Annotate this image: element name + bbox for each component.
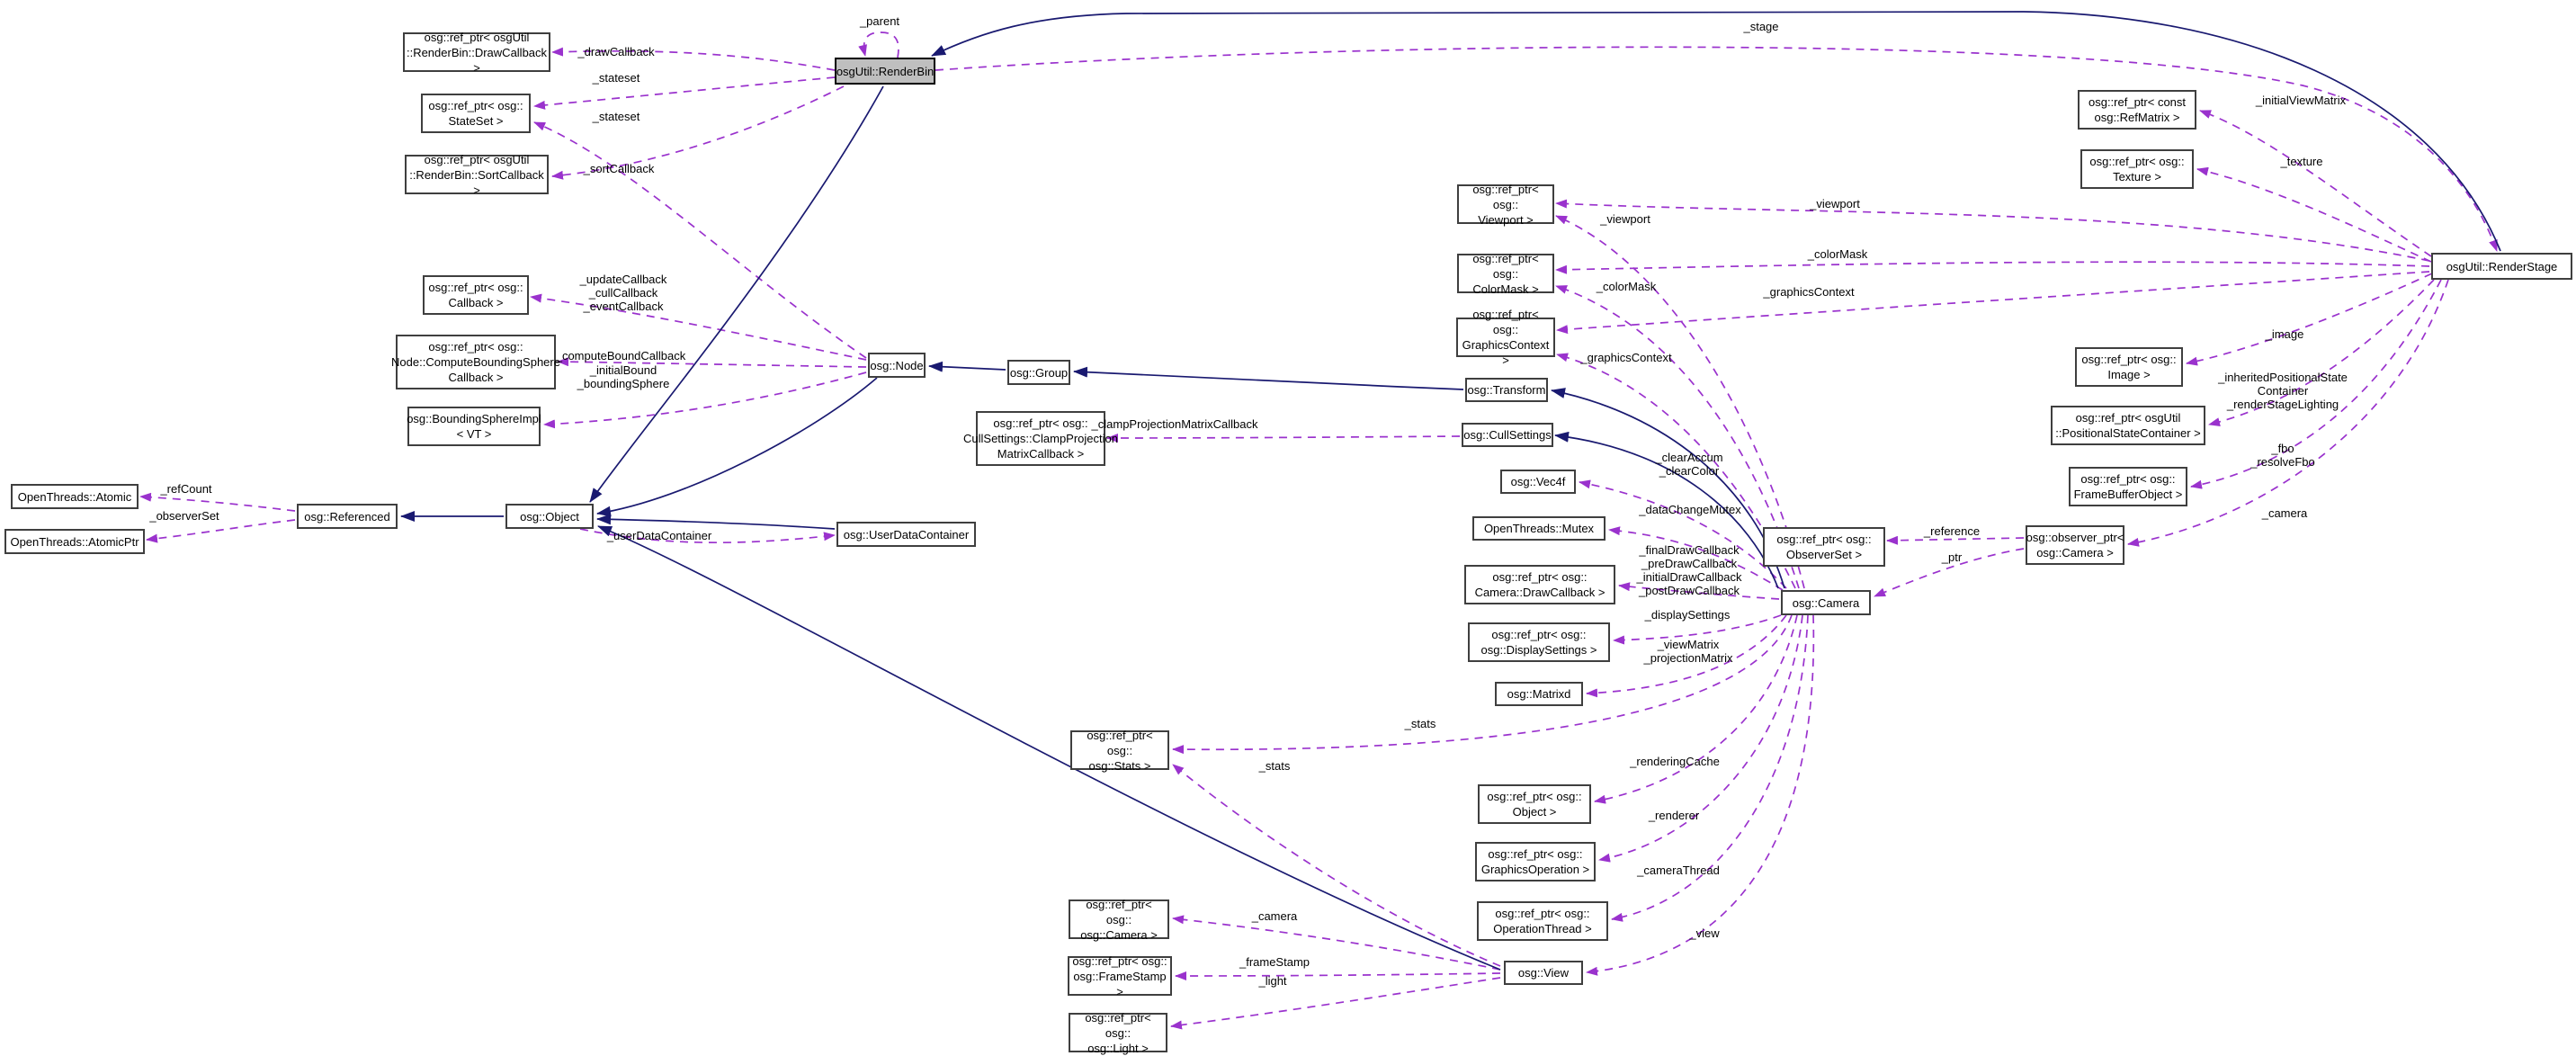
class-node-ref-stats[interactable]: osg::ref_ptr< osg:: osg::Stats > bbox=[1070, 729, 1169, 773]
edge-image bbox=[2186, 273, 2433, 366]
edge-camera-draw-callbacks bbox=[1618, 582, 1780, 600]
class-node-ref-drawcallback[interactable]: osg::ref_ptr< osgUtil ::RenderBin::DrawC… bbox=[403, 31, 550, 75]
edge-light bbox=[1170, 977, 1501, 1030]
edge-computeBoundCallback bbox=[557, 357, 867, 368]
edge-inheritedPositionalStateContainer bbox=[2208, 279, 2435, 426]
class-node-matrixd[interactable]: osg::Matrixd bbox=[1495, 682, 1583, 706]
class-node-ref-stateset[interactable]: osg::ref_ptr< osg:: StateSet > bbox=[421, 94, 531, 133]
class-node-renderbin: osgUtil::RenderBin bbox=[835, 58, 935, 85]
edge-colorMask-from-camera bbox=[1555, 285, 1800, 589]
edge-node-inherits-object bbox=[596, 377, 878, 517]
edge-camera-from-renderstage bbox=[2127, 279, 2449, 547]
edge-fbo bbox=[2190, 279, 2442, 489]
class-node-ref-computeboundingspherecallback[interactable]: osg::ref_ptr< osg:: Node::ComputeBoundin… bbox=[391, 335, 560, 389]
edge-frameStamp bbox=[1175, 971, 1501, 980]
edge-camera-from-view bbox=[1172, 915, 1501, 971]
class-node-view[interactable]: osg::View bbox=[1504, 961, 1583, 985]
edge-transform-inherits-group bbox=[1073, 366, 1464, 390]
edge-viewport-from-camera bbox=[1555, 215, 1805, 589]
class-node-userdatacontainer[interactable]: osg::UserDataContainer bbox=[836, 522, 976, 547]
edge-initialBound bbox=[543, 371, 867, 429]
edge-userDataContainer bbox=[579, 528, 836, 544]
class-node-ref-object[interactable]: osg::ref_ptr< osg:: Object > bbox=[1478, 784, 1591, 824]
edge-renderbin-inherits-object bbox=[589, 85, 884, 503]
edge-drawCallback bbox=[551, 47, 836, 71]
edge-refCount bbox=[139, 492, 296, 512]
class-node-ref-texture[interactable]: osg::ref_ptr< osg:: Texture > bbox=[2080, 149, 2194, 189]
edge-stats-from-view bbox=[1172, 764, 1501, 967]
class-node-ref-graphicscontext[interactable]: osg::ref_ptr< osg:: GraphicsContext > bbox=[1456, 308, 1555, 367]
edge-viewport-from-renderstage bbox=[1555, 199, 2430, 262]
edge-stats-from-camera bbox=[1172, 614, 1793, 755]
edge-texture bbox=[2196, 166, 2432, 263]
edge-graphicsContext-from-renderstage bbox=[1556, 271, 2430, 335]
edge-clampProjectionMatrixCallback bbox=[1106, 433, 1461, 443]
class-node-ref-displaysettings[interactable]: osg::ref_ptr< osg:: osg::DisplaySettings… bbox=[1468, 622, 1610, 662]
class-node-ref-framestamp[interactable]: osg::ref_ptr< osg:: osg::FrameStamp > bbox=[1068, 954, 1172, 998]
class-node-object[interactable]: osg::Object bbox=[505, 504, 594, 529]
class-node-ref-operationthread[interactable]: osg::ref_ptr< osg:: OperationThread > bbox=[1477, 901, 1608, 941]
class-node-transform[interactable]: osg::Transform bbox=[1465, 378, 1548, 402]
edge-dataChangeMutex bbox=[1608, 526, 1784, 591]
edge-sortCallback bbox=[551, 85, 845, 180]
edge-stage bbox=[935, 46, 2498, 252]
class-node-renderstage[interactable]: osgUtil::RenderStage bbox=[2431, 253, 2572, 280]
class-node-ref-colormask[interactable]: osg::ref_ptr< osg:: ColorMask > bbox=[1457, 252, 1554, 296]
edge-stateset-from-node bbox=[533, 121, 867, 359]
class-node-ref-callback[interactable]: osg::ref_ptr< osg:: Callback > bbox=[423, 275, 529, 315]
class-node-ref-cameradrawcallback[interactable]: osg::ref_ptr< osg:: Camera::DrawCallback… bbox=[1464, 565, 1615, 604]
class-node-ref-camera-view[interactable]: osg::ref_ptr< osg:: osg::Camera > bbox=[1069, 898, 1169, 942]
edge-view-inherits-object bbox=[597, 525, 1501, 971]
edge-view-from-camera bbox=[1586, 614, 1815, 976]
class-node-ref-positionalstatecontainer[interactable]: osg::ref_ptr< osgUtil ::PositionalStateC… bbox=[2051, 406, 2205, 445]
class-node-ref-graphicsoperation[interactable]: osg::ref_ptr< osg:: GraphicsOperation > bbox=[1475, 842, 1596, 881]
edge-renderer bbox=[1598, 614, 1803, 863]
class-node-cullsettings[interactable]: osg::CullSettings bbox=[1462, 423, 1553, 447]
edge-group-inherits-node bbox=[928, 361, 1006, 372]
edge-viewMatrix-projectionMatrix bbox=[1586, 614, 1787, 698]
class-node-ref-observerset[interactable]: osg::ref_ptr< osg:: ObserverSet > bbox=[1763, 527, 1885, 567]
edge-node-callbacks bbox=[530, 293, 867, 361]
class-node-openthreads-atomic[interactable]: OpenThreads::Atomic bbox=[11, 484, 139, 509]
class-node-openthreads-mutex[interactable]: OpenThreads::Mutex bbox=[1472, 516, 1606, 541]
edge-parent-self-loop bbox=[858, 31, 899, 58]
edge-cameraThread bbox=[1611, 614, 1809, 922]
class-node-openthreads-atomicptr[interactable]: OpenThreads::AtomicPtr bbox=[4, 529, 145, 554]
class-node-vec4f[interactable]: osg::Vec4f bbox=[1500, 470, 1576, 494]
edge-colorMask-from-renderstage bbox=[1555, 261, 2430, 274]
class-node-camera[interactable]: osg::Camera bbox=[1781, 590, 1871, 615]
class-node-ref-refmatrix[interactable]: osg::ref_ptr< const osg::RefMatrix > bbox=[2078, 90, 2196, 130]
class-node-boundingsphereimpl[interactable]: osg::BoundingSphereImpl < VT > bbox=[407, 407, 541, 446]
class-node-ref-framebufferobject[interactable]: osg::ref_ptr< osg:: FrameBufferObject > bbox=[2069, 467, 2187, 506]
class-node-ref-light[interactable]: osg::ref_ptr< osg:: osg::Light > bbox=[1069, 1011, 1167, 1055]
edge-initialViewMatrix bbox=[2199, 110, 2432, 257]
class-node-observer-camera[interactable]: osg::observer_ptr< osg::Camera > bbox=[2026, 525, 2124, 565]
class-node-ref-clampprojectionmatrixcallback[interactable]: osg::ref_ptr< osg:: CullSettings::ClampP… bbox=[963, 411, 1118, 466]
class-node-group[interactable]: osg::Group bbox=[1007, 360, 1070, 385]
edge-ptr bbox=[1874, 548, 2025, 597]
class-node-ref-sortcallback[interactable]: osg::ref_ptr< osgUtil ::RenderBin::SortC… bbox=[405, 153, 549, 197]
class-node-ref-image[interactable]: osg::ref_ptr< osg:: Image > bbox=[2075, 347, 2183, 387]
class-node-ref-viewport[interactable]: osg::ref_ptr< osg:: Viewport > bbox=[1457, 183, 1554, 227]
edge-userdatacontainer-inherits-object bbox=[596, 514, 836, 530]
class-node-referenced[interactable]: osg::Referenced bbox=[297, 504, 398, 529]
edge-camera-inherits-transform bbox=[1551, 388, 1785, 589]
edge-graphicsContext-from-camera bbox=[1556, 353, 1796, 589]
edge-renderingCache bbox=[1594, 614, 1798, 804]
class-node-node[interactable]: osg::Node bbox=[868, 353, 926, 378]
edge-clearAccum-clearColor bbox=[1579, 479, 1787, 589]
edge-observerSet bbox=[146, 519, 296, 543]
edge-reference bbox=[1886, 535, 2025, 545]
edge-displaySettings bbox=[1613, 614, 1782, 645]
edge-stateset-from-renderbin bbox=[533, 76, 836, 110]
